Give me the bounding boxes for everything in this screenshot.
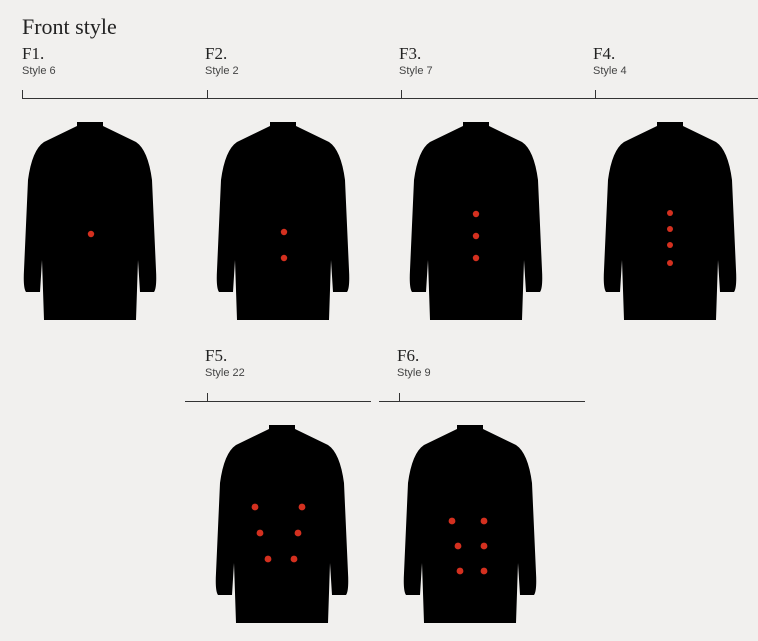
jacket-button xyxy=(667,242,673,248)
jacket-button xyxy=(280,228,288,236)
jacket-button xyxy=(480,542,488,550)
style-name: Style 9 xyxy=(397,367,431,379)
page-title: Front style xyxy=(22,14,117,39)
jacket-button xyxy=(480,517,488,525)
style-name: Style 7 xyxy=(399,65,433,77)
style-name: Style 22 xyxy=(205,367,245,379)
jacket-button xyxy=(294,529,302,537)
jacket-button xyxy=(456,567,464,575)
divider-tick xyxy=(595,90,596,99)
jacket-button xyxy=(87,230,95,238)
jacket-button xyxy=(472,210,480,218)
style-name: Style 6 xyxy=(22,65,56,77)
jacket-button xyxy=(454,542,462,550)
jacket-button xyxy=(298,503,306,511)
style-code: F2. xyxy=(205,44,228,63)
divider-rule xyxy=(22,98,758,99)
style-code: F6. xyxy=(397,346,420,365)
style-code: F1. xyxy=(22,44,45,63)
jacket-button xyxy=(448,517,456,525)
divider-tick xyxy=(22,90,23,99)
jacket-button xyxy=(667,210,673,216)
jacket-illustration-f5 xyxy=(215,425,349,623)
style-label-f5: F5. Style 22 xyxy=(205,346,245,380)
jacket-button xyxy=(667,226,673,232)
jacket-button xyxy=(290,555,298,563)
jacket-illustration-f3 xyxy=(409,122,543,320)
jacket-illustration-f6 xyxy=(403,425,537,623)
style-name: Style 4 xyxy=(593,65,627,77)
divider-tick xyxy=(401,90,402,99)
jacket-button xyxy=(480,567,488,575)
style-label-f2: F2. Style 2 xyxy=(205,44,239,78)
jacket-button xyxy=(667,260,673,266)
divider-rule xyxy=(185,401,371,402)
jacket-illustration-f2 xyxy=(216,122,350,320)
jacket-button xyxy=(251,503,259,511)
style-label-f4: F4. Style 4 xyxy=(593,44,627,78)
style-code: F3. xyxy=(399,44,422,63)
jacket-button xyxy=(256,529,264,537)
style-label-f3: F3. Style 7 xyxy=(399,44,433,78)
divider-tick xyxy=(207,90,208,99)
jacket-illustration-f4 xyxy=(603,122,737,320)
style-label-f1: F1. Style 6 xyxy=(22,44,56,78)
style-code: F5. xyxy=(205,346,228,365)
jacket-button xyxy=(472,232,480,240)
jacket-illustration-f1 xyxy=(23,122,157,320)
style-name: Style 2 xyxy=(205,65,239,77)
divider-rule xyxy=(379,401,585,402)
style-code: F4. xyxy=(593,44,616,63)
jacket-button xyxy=(264,555,272,563)
divider-tick xyxy=(207,393,208,402)
style-label-f6: F6. Style 9 xyxy=(397,346,431,380)
jacket-button xyxy=(280,254,288,262)
jacket-button xyxy=(472,254,480,262)
divider-tick xyxy=(399,393,400,402)
